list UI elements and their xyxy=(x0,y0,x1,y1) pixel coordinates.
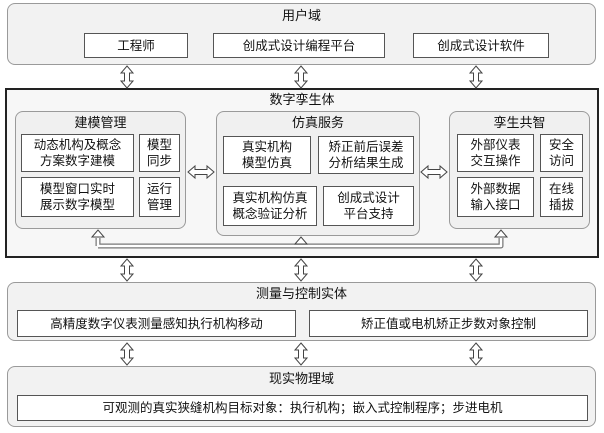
user-domain-title: 用户域 xyxy=(281,9,321,24)
measure-control-title: 测量与控制实体 xyxy=(255,287,347,302)
modeling-title: 建模管理 xyxy=(74,116,127,131)
generative-design-software-box: 创成式设计软件 xyxy=(413,33,549,58)
double-arrow-icon xyxy=(294,258,308,282)
run-management-box: 运行 管理 xyxy=(139,177,180,217)
physical-target-box: 可观测的真实狭缝机构目标对象：执行机构；嵌入式控制程序；步进电机 xyxy=(17,395,588,421)
double-arrow-icon xyxy=(469,258,483,282)
external-data-input-box: 外部数据 输入接口 xyxy=(457,177,534,217)
platform-support-box: 创成式设计 平台支持 xyxy=(323,186,414,226)
double-arrow-icon xyxy=(469,65,483,89)
physical-domain-title: 现实物理域 xyxy=(268,372,334,387)
double-arrow-icon xyxy=(120,65,134,89)
hot-plug-box: 在线 插拔 xyxy=(540,177,583,217)
twin-share-title: 孪生共智 xyxy=(493,116,546,131)
double-arrow-icon xyxy=(469,342,483,366)
double-arrow-icon xyxy=(420,165,448,179)
generative-design-platform-box: 创成式设计编程平台 xyxy=(213,33,385,58)
concept-verification-box: 真实机构仿真 概念验证分析 xyxy=(223,186,317,226)
dynamic-mechanism-modeling-box: 动态机构及概念 方案数字建模 xyxy=(21,134,134,172)
double-arrow-icon xyxy=(294,342,308,366)
correction-control-box: 矫正值或电机矫正步数对象控制 xyxy=(309,310,588,337)
model-sync-box: 模型 同步 xyxy=(139,134,180,172)
secure-access-box: 安全 访问 xyxy=(540,134,583,172)
simulation-title: 仿真服务 xyxy=(291,116,344,131)
engineer-box: 工程师 xyxy=(84,33,188,58)
double-arrow-icon xyxy=(120,258,134,282)
double-arrow-icon xyxy=(294,65,308,89)
external-instrument-box: 外部仪表 交互操作 xyxy=(457,134,534,172)
model-window-display-box: 模型窗口实时 展示数字模型 xyxy=(21,177,134,217)
real-mechanism-simulation-box: 真实机构 模型仿真 xyxy=(223,136,311,174)
error-analysis-box: 矫正前后误差 分析结果生成 xyxy=(318,136,414,174)
double-arrow-icon xyxy=(120,342,134,366)
digital-twin-title: 数字孪生体 xyxy=(269,93,335,108)
double-arrow-icon xyxy=(187,165,215,179)
instrument-sensing-box: 高精度数字仪表测量感知执行机构移动 xyxy=(17,310,296,337)
